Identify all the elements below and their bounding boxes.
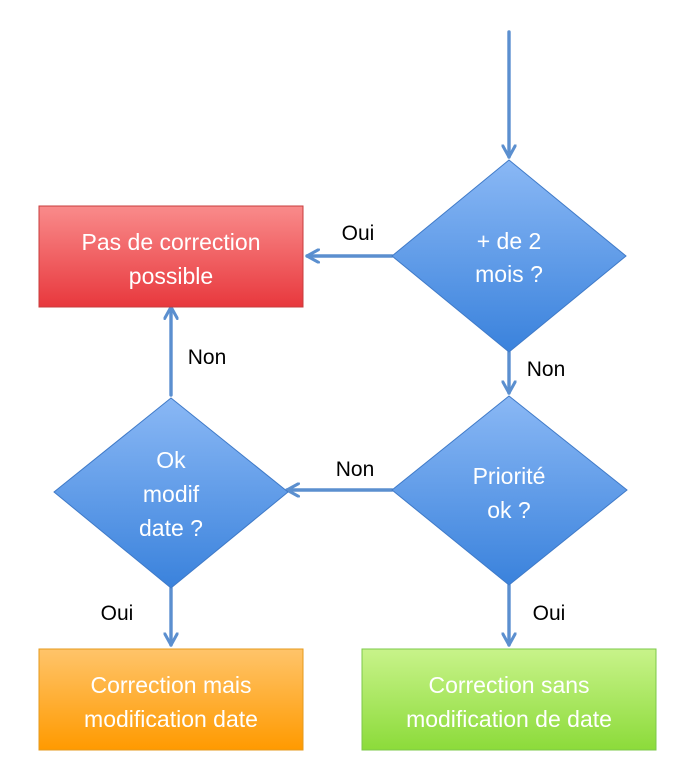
decision-priority-line-2: ok ? (487, 497, 530, 523)
decision-priority: Priorité ok ? (391, 395, 628, 586)
node-correction-with-modif: Correction mais modification date (38, 648, 304, 751)
node-correction-without-modif-box (361, 648, 657, 751)
decision-modif-date-line-2: modif (143, 481, 200, 507)
node-no-correction: Pas de correction possible (38, 205, 304, 308)
decision-two-months-shape (391, 159, 627, 353)
decision-two-months-line-2: mois ? (475, 261, 543, 287)
decision-modif-date-shape (53, 397, 289, 589)
node-correction-without-modif-line-2: modification de date (406, 706, 612, 732)
node-correction-with-modif-line-2: modification date (84, 706, 258, 732)
node-correction-without-modif-line-1: Correction sans (428, 672, 589, 698)
edge-label-priority-no: Non (336, 458, 375, 481)
edge-label-priority-yes: Oui (533, 602, 566, 625)
edge-label-modif-date-no: Non (188, 346, 227, 369)
decision-two-months-line-1: + de 2 (477, 228, 542, 254)
edge-label-two-months-yes: Oui (342, 222, 375, 245)
node-no-correction-box (38, 205, 304, 308)
edge-label-two-months-no: Non (527, 358, 566, 381)
node-no-correction-line-2: possible (129, 263, 213, 289)
decision-modif-date-line-3: date ? (139, 515, 203, 541)
edge-labels: Oui Non Non Oui Non Oui (101, 222, 566, 625)
decision-priority-line-1: Priorité (473, 463, 546, 489)
decision-priority-shape (391, 395, 628, 586)
decision-modif-date: Ok modif date ? (53, 397, 289, 589)
decision-two-months: + de 2 mois ? (391, 159, 627, 353)
node-correction-with-modif-box (38, 648, 304, 751)
node-correction-without-modif: Correction sans modification de date (361, 648, 657, 751)
decision-modif-date-line-1: Ok (156, 447, 186, 473)
edge-label-modif-date-yes: Oui (101, 602, 134, 625)
node-correction-with-modif-line-1: Correction mais (90, 672, 251, 698)
node-no-correction-line-1: Pas de correction (82, 229, 261, 255)
arrows (171, 30, 509, 647)
